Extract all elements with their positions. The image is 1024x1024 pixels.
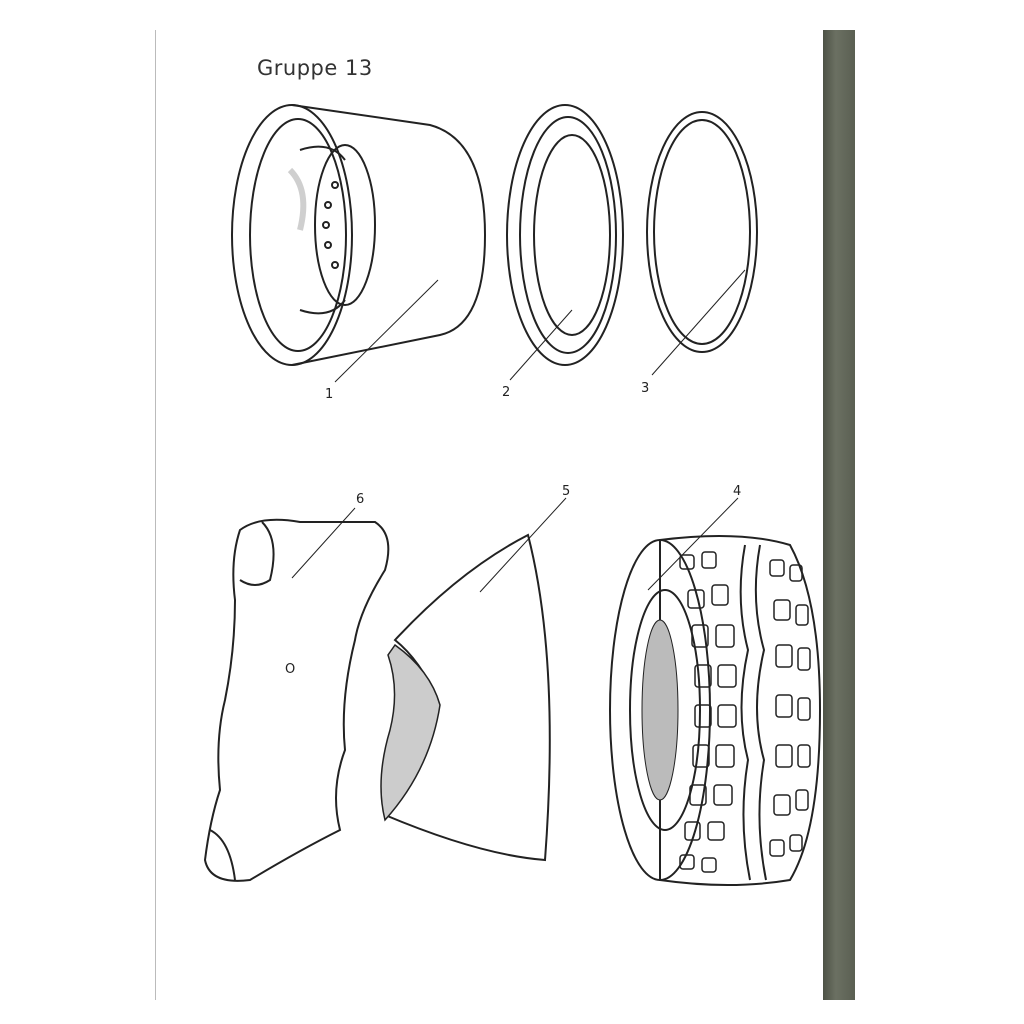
rim-drawing: [231, 104, 487, 383]
label-6: 6: [356, 492, 364, 507]
label-2: 2: [502, 385, 510, 400]
binding-strip: [823, 30, 855, 1000]
label-3: 3: [641, 381, 649, 396]
label-4: 4: [733, 484, 741, 499]
tire-drawing: [609, 497, 822, 886]
page-edge: [155, 30, 156, 1000]
tube-drawing: [203, 507, 390, 882]
flap-drawing: [380, 497, 567, 862]
lock-ring-drawing: [646, 111, 758, 376]
side-ring-drawing: [506, 104, 624, 381]
label-1: 1: [325, 387, 333, 402]
tube-mark: O: [285, 662, 295, 677]
page-title: Gruppe 13: [257, 56, 373, 80]
label-5: 5: [562, 484, 570, 499]
